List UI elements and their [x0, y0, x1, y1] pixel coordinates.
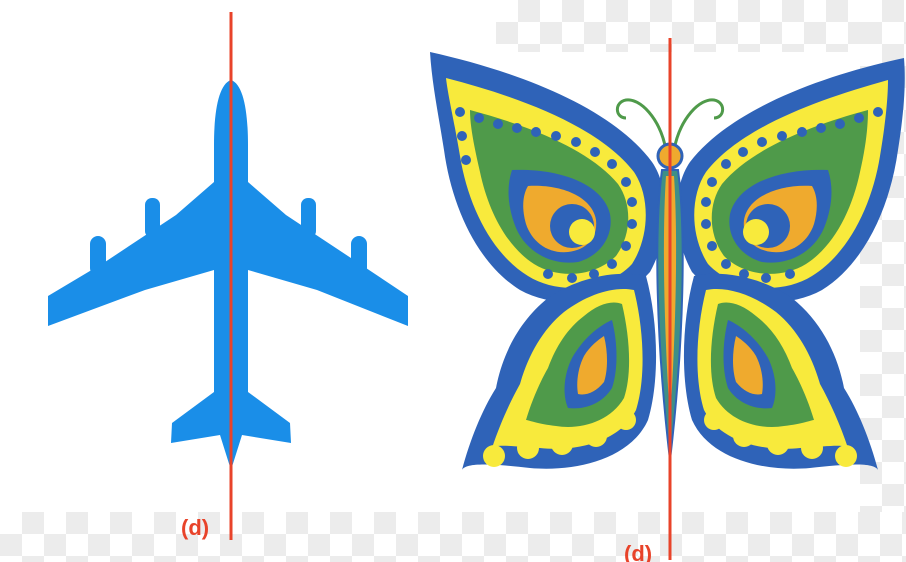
airplane-engine-right-outer — [351, 236, 367, 276]
butterfly-upper-left-wing — [430, 52, 665, 302]
airplane-right-wing — [248, 182, 408, 326]
butterfly-upper-right-wing — [677, 58, 905, 302]
airplane-engine-right-inner — [301, 198, 316, 238]
airplane-engine-left-inner — [145, 198, 160, 238]
butterfly-lower-left-wing — [462, 274, 656, 470]
airplane-icon — [48, 80, 408, 470]
butterfly-icon — [430, 52, 905, 470]
airplane-left-wing — [48, 182, 214, 326]
airplane-panel-label: (d) — [181, 517, 209, 539]
airplane-engine-left-outer — [90, 236, 106, 276]
butterfly-panel-label: (d) — [624, 543, 652, 562]
butterfly-lower-right-wing — [684, 274, 878, 470]
